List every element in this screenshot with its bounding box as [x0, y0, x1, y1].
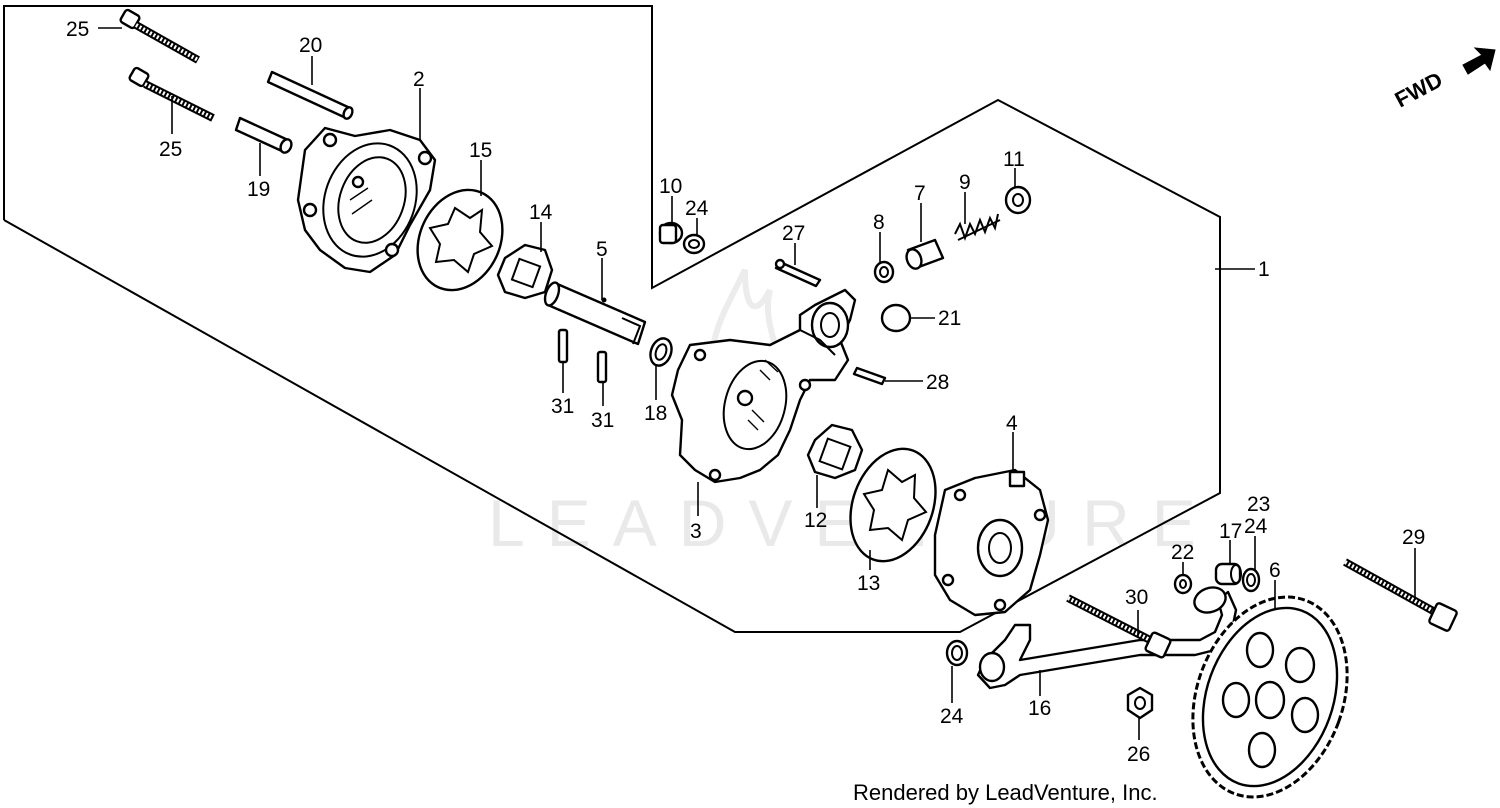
fwd-label: FWD — [1391, 67, 1447, 113]
part-17-collar — [1214, 562, 1242, 586]
part-29-bolt — [1343, 558, 1458, 632]
part-5-pump-shaft — [543, 281, 647, 346]
callout-18: 18 — [644, 402, 667, 425]
part-10-collar — [658, 221, 684, 245]
callout-20: 20 — [299, 34, 322, 57]
callout-25-lower: 25 — [159, 138, 182, 161]
credit-text: Rendered by LeadVenture, Inc. — [853, 780, 1158, 805]
callout-22: 22 — [1171, 541, 1194, 564]
part-13-outer-rotor — [849, 447, 937, 563]
callout-10: 10 — [659, 175, 682, 198]
fwd-arrow-indicator: FWD — [1391, 47, 1496, 113]
assembly-outline — [3, 5, 1221, 633]
callout-26: 26 — [1127, 743, 1150, 766]
part-31-pin-right — [596, 350, 608, 384]
part-12-inner-rotor — [806, 423, 864, 480]
part-26-nut — [1126, 686, 1154, 720]
callout-29: 29 — [1402, 526, 1425, 549]
part-8-valve-seat — [873, 260, 895, 284]
callout-13: 13 — [857, 572, 880, 595]
callout-6: 6 — [1269, 559, 1281, 582]
callout-12: 12 — [804, 509, 827, 532]
callout-4: 4 — [1006, 412, 1018, 435]
callout-16: 16 — [1028, 697, 1051, 720]
part-25-bolt-upper — [119, 8, 200, 64]
callout-14: 14 — [529, 201, 553, 224]
part-9-spring — [954, 213, 1001, 241]
callout-19: 19 — [247, 178, 270, 201]
part-14-inner-rotor — [496, 243, 554, 300]
callout-31-right: 31 — [591, 409, 614, 432]
part-21-plug — [880, 303, 912, 333]
part-31-pin-left — [557, 328, 569, 364]
callout-9: 9 — [959, 171, 971, 194]
callout-17: 17 — [1219, 520, 1242, 543]
callout-labels: 1 2 3 4 5 6 7 8 9 10 11 12 13 14 15 16 1… — [66, 18, 1425, 766]
callout-23: 23 — [1247, 493, 1270, 516]
leader-lines — [98, 27, 1416, 740]
callout-28: 28 — [926, 371, 949, 394]
callout-30: 30 — [1125, 586, 1148, 609]
part-11-cap — [1004, 185, 1032, 215]
watermark: LEADVENTURE — [488, 486, 1218, 560]
callout-7: 7 — [914, 182, 926, 205]
part-25-bolt-lower — [128, 66, 215, 122]
callout-5: 5 — [596, 238, 608, 261]
callout-3: 3 — [690, 520, 702, 543]
part-24-o-ring-lower — [945, 639, 969, 667]
callout-11: 11 — [1003, 148, 1025, 171]
callout-24-right: 24 — [1244, 515, 1268, 538]
part-27-cotter-pin — [774, 258, 822, 288]
part-30-bolt — [1066, 594, 1172, 659]
part-2-pump-cover — [296, 126, 437, 274]
callout-21: 21 — [938, 307, 961, 330]
callout-8: 8 — [873, 211, 885, 234]
part-19-dowel-pin — [234, 116, 293, 154]
part-24-o-ring-upper — [682, 233, 706, 255]
part-3-pump-body — [670, 288, 857, 484]
callout-1: 1 — [1258, 258, 1270, 281]
part-4-pump-cover — [933, 468, 1050, 617]
callout-2: 2 — [413, 68, 425, 91]
part-6-driven-sprocket — [1191, 595, 1349, 799]
part-7-relief-valve — [905, 238, 945, 270]
callout-31-left: 31 — [551, 395, 574, 418]
part-18-washer — [649, 337, 673, 367]
part-22-washer — [1173, 573, 1193, 595]
callout-24-lower: 24 — [940, 705, 964, 728]
part-28-pin — [852, 366, 887, 386]
part-20-dowel-pin — [266, 70, 354, 120]
fwd-arrow-icon — [1462, 47, 1496, 75]
callout-27: 27 — [782, 222, 805, 245]
part-16-oil-pipe — [976, 586, 1238, 690]
part-15-outer-rotor — [416, 188, 504, 292]
callout-25-upper: 25 — [66, 18, 89, 41]
callout-24-upper: 24 — [685, 197, 709, 220]
callout-15: 15 — [469, 139, 492, 162]
part-24-o-ring-right — [1241, 567, 1261, 593]
